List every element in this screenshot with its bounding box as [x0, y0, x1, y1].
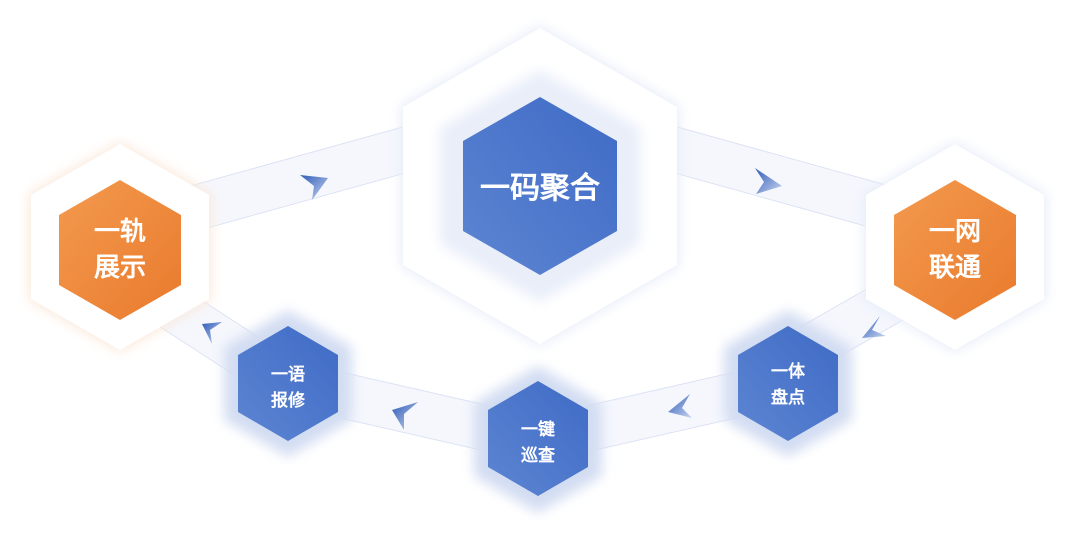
- node-label-line2: 巡查: [521, 445, 556, 466]
- arrow-icon: [202, 322, 222, 344]
- arrow-icon: [862, 316, 886, 338]
- arrow-icon: [668, 394, 692, 418]
- arrow-icon: [392, 402, 418, 430]
- node-label-line1: 一体: [771, 361, 806, 382]
- node-repair: 一语 报修: [224, 310, 352, 457]
- node-left: 一轨 展示: [29, 142, 211, 352]
- node-label-line2: 联通: [929, 253, 981, 283]
- flow-arrows: [202, 168, 886, 430]
- node-right: 一网 联通: [864, 142, 1046, 352]
- node-inventory: 一体 盘点: [724, 310, 852, 457]
- node-label-line2: 展示: [94, 253, 146, 283]
- node-center: 一码聚合: [401, 26, 679, 346]
- node-label-line1: 一网: [929, 217, 981, 247]
- node-label-line1: 一键: [521, 419, 555, 440]
- node-label-line1: 一语: [271, 365, 305, 385]
- node-label: 一码聚合: [480, 171, 600, 206]
- arrow-icon: [755, 168, 782, 194]
- node-label-line2: 报修: [271, 390, 306, 411]
- node-patrol: 一键 巡查: [474, 366, 602, 513]
- node-label-line1: 一轨: [94, 217, 146, 247]
- node-label-line2: 盘点: [771, 387, 805, 408]
- arrow-icon: [300, 175, 328, 200]
